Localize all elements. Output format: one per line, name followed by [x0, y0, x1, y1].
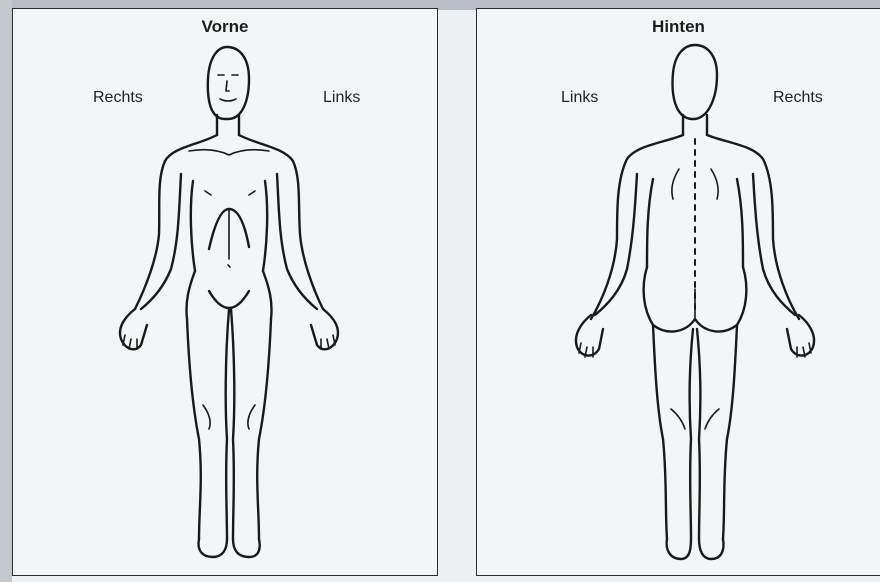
back-body-outline	[477, 9, 880, 577]
scan-left-edge	[0, 0, 12, 582]
back-view-panel: Hinten Links Rechts	[476, 8, 880, 576]
front-view-panel: Vorne Rechts Links	[12, 8, 438, 576]
front-body-outline	[13, 9, 439, 577]
